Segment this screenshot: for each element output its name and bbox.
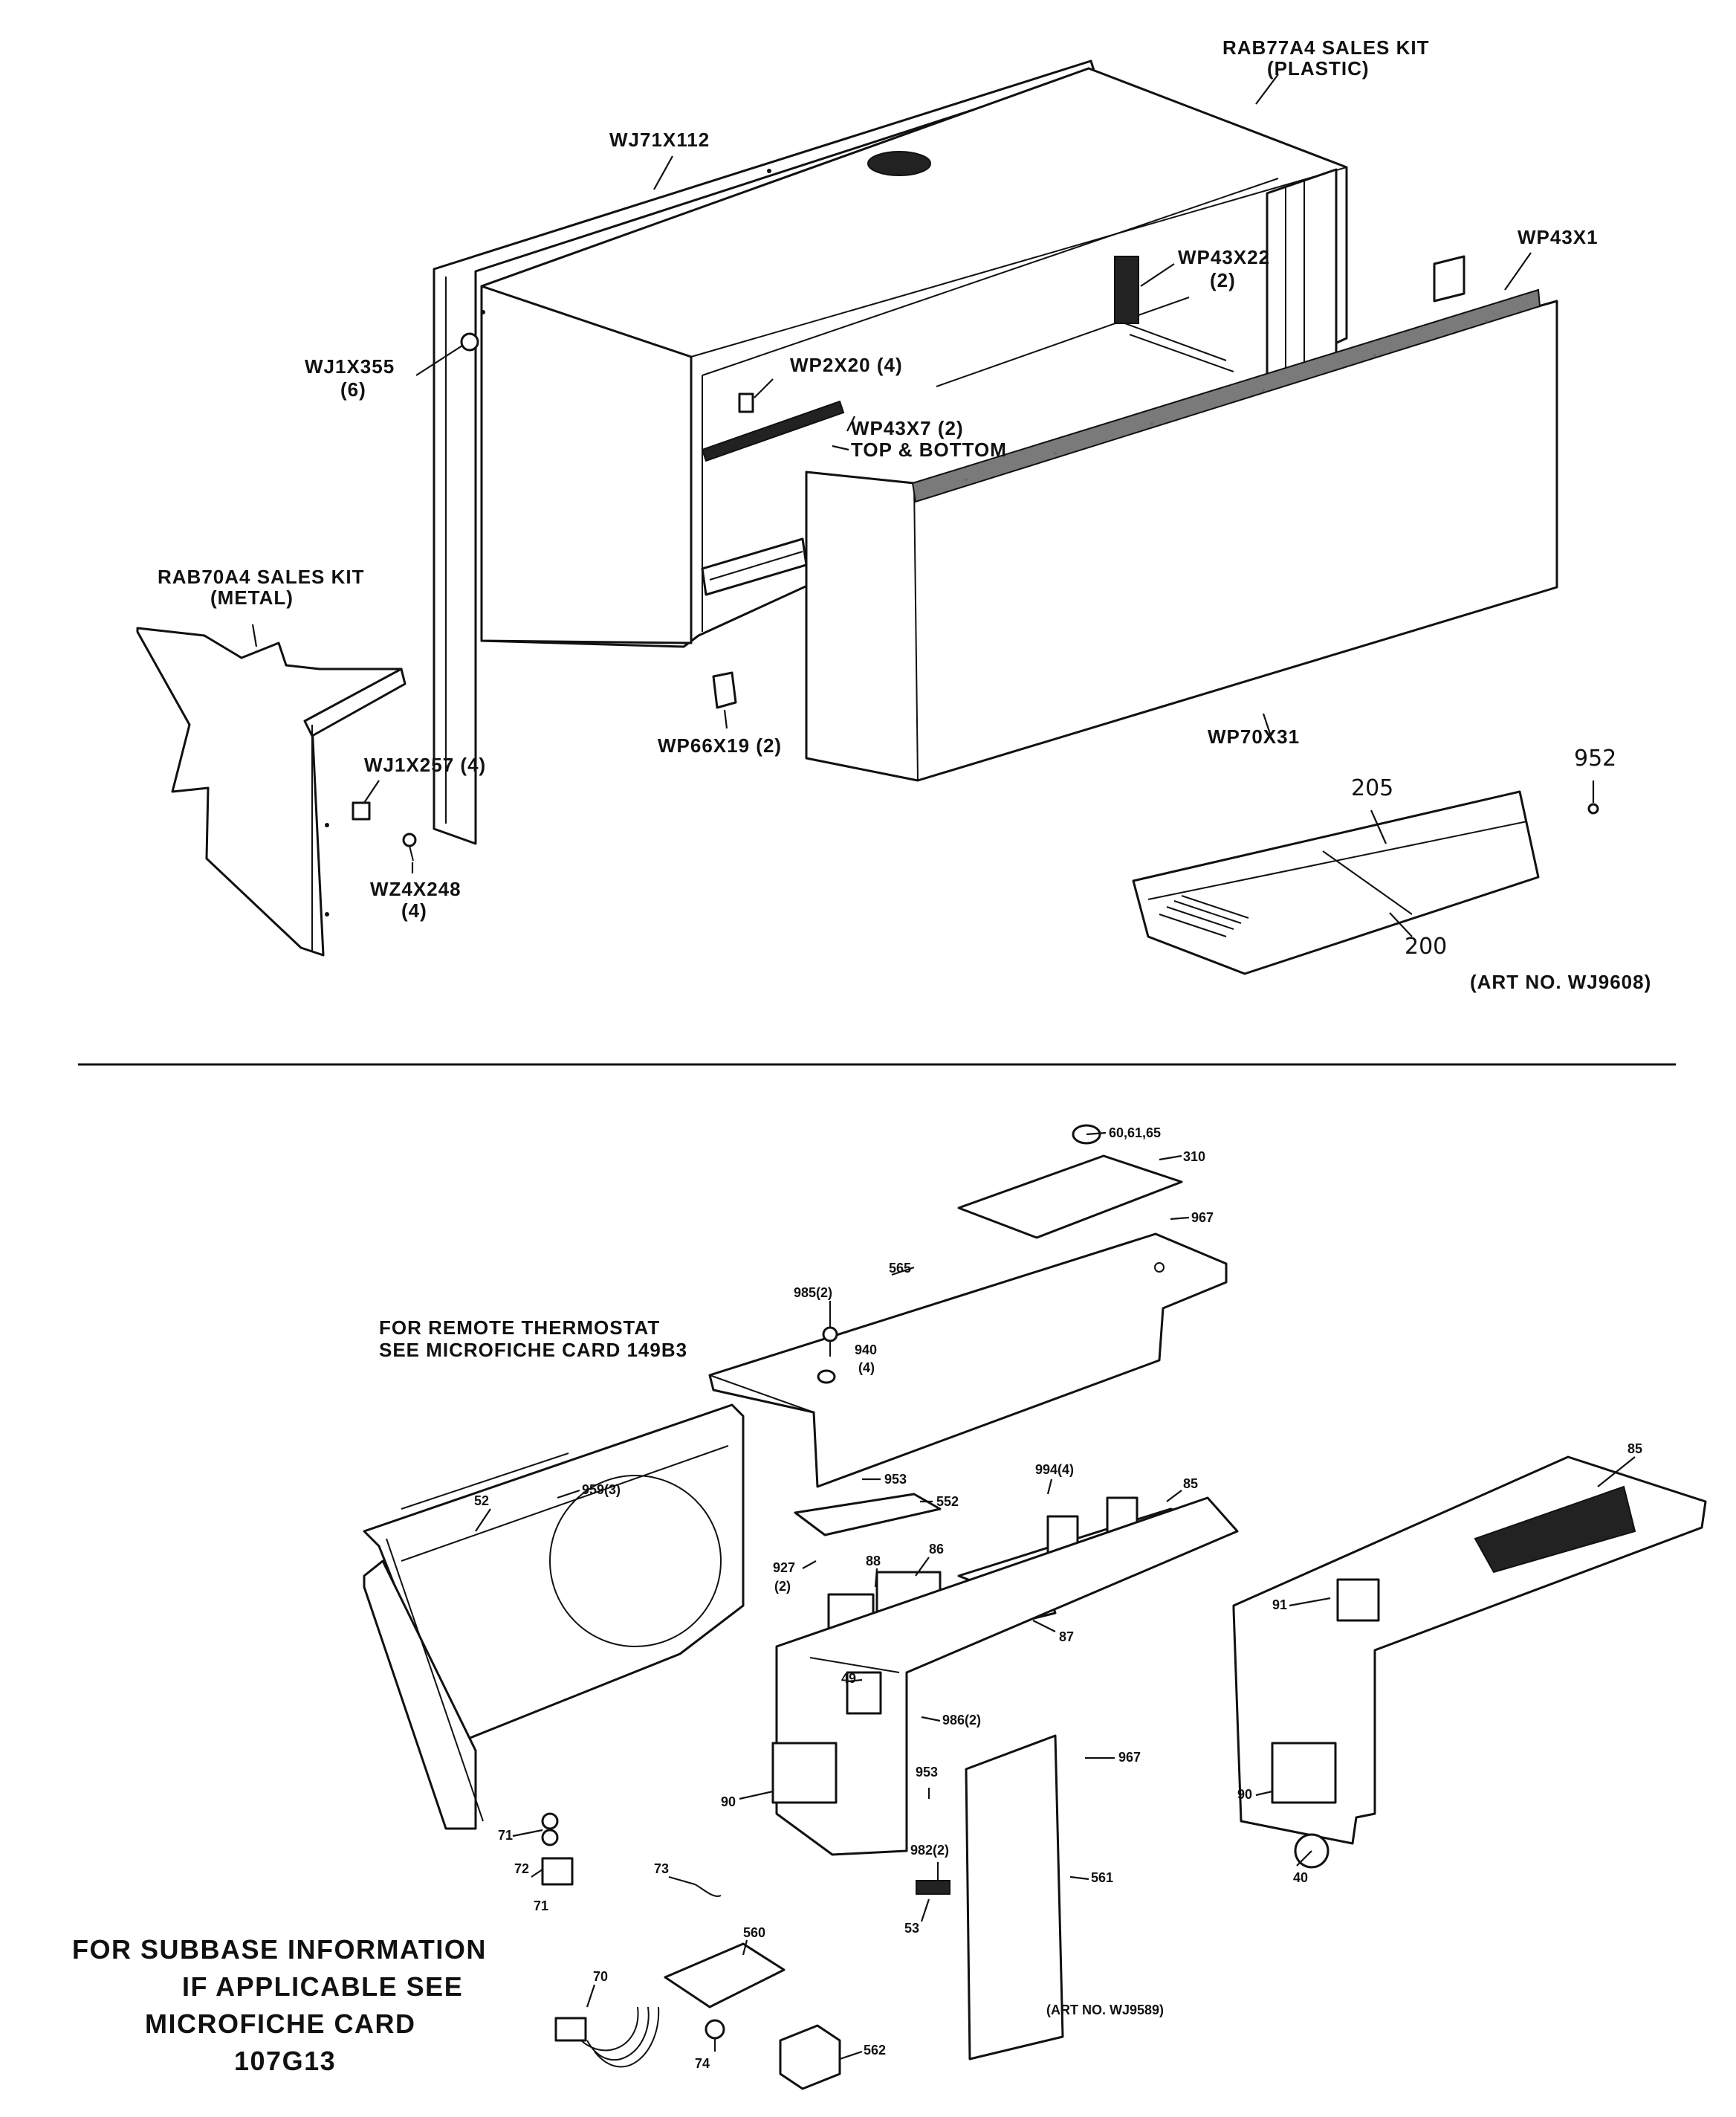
label-wj1x355-qty: (6) [340,378,366,401]
scroll-52 [363,1403,745,1830]
screw-wz4x248 [402,833,417,862]
plate-552 [794,1493,942,1536]
label-562: 562 [864,2043,886,2058]
bracket-wp66x19 [712,671,737,709]
label-565: 565 [889,1261,911,1276]
label-top-bottom: TOP & BOTTOM [851,439,1007,461]
label-986: 986(2) [942,1713,981,1727]
label-952: 952 [1574,746,1616,772]
label-959: 959(3) [582,1482,621,1497]
grille-200-205 [1132,790,1540,975]
wall-sleeve-flange [433,59,1095,845]
knob-74 [705,2019,725,2040]
label-85-right: 85 [1628,1441,1642,1456]
label-940: 940 [855,1342,877,1357]
remote-thermostat-note-2: SEE MICROFICHE CARD 149B3 [379,1339,687,1361]
label-967-top: 967 [1191,1210,1214,1225]
label-wp43x22-qty: (2) [1210,269,1236,291]
label-rab70a4: RAB70A4 SALES KIT [158,566,365,588]
box-562 [779,2024,841,2090]
label-927: 927 [773,1560,795,1575]
label-70: 70 [593,1969,608,1984]
lower-exploded-view: 60,61,65 310 967 565 985(2) 940 (4) FOR … [72,1124,1707,2090]
upper-exploded-view: RAB77A4 SALES KIT (PLASTIC) WJ71X112 WP4… [136,36,1651,993]
label-927-qty: (2) [774,1579,791,1594]
remote-thermostat-note-1: FOR REMOTE THERMOSTAT [379,1316,660,1339]
subbase-note-2: IF APPLICABLE SEE [182,1971,463,2002]
label-72: 72 [514,1861,529,1876]
label-rab77a4: RAB77A4 SALES KIT [1222,36,1430,59]
label-wz4x248: WZ4X248 [370,878,461,900]
label-560: 560 [743,1925,765,1940]
screw-952 [1587,803,1599,815]
label-art-no-bottom: (ART NO. WJ9589) [1046,2003,1164,2017]
nut-940 [817,1369,836,1384]
cover-561 [965,1734,1064,2061]
screw-wj1x355 [460,332,479,352]
label-wp2x20: WP2X20 (4) [790,354,903,376]
label-52: 52 [474,1493,489,1508]
label-985: 985(2) [794,1285,832,1300]
label-wj71x112: WJ71X112 [609,129,710,151]
label-wp70x31: WP70X31 [1208,725,1300,748]
label-205: 205 [1351,775,1393,801]
label-wj1x257: WJ1X257 (4) [364,754,486,776]
label-wp66x19: WP66X19 (2) [658,734,782,757]
label-967-bottom: 967 [1118,1750,1141,1765]
subbase-note-4: 107G13 [234,2046,336,2076]
label-rab77a4-sub: (PLASTIC) [1267,57,1370,80]
label-49: 49 [841,1671,856,1686]
label-wj1x355: WJ1X355 [305,355,395,378]
label-953-top: 953 [884,1472,907,1487]
clip-wj1x257 [352,801,371,821]
label-90-left: 90 [721,1794,736,1809]
label-wp43x1: WP43X1 [1518,226,1599,248]
label-wp43x7: WP43X7 (2) [851,417,964,439]
label-552: 552 [936,1494,959,1509]
clip-wp2x20 [738,392,754,413]
label-561: 561 [1091,1870,1113,1885]
control-box [775,1496,1239,1856]
label-71-top: 71 [498,1828,513,1843]
control-panel-565 [708,1232,1228,1488]
label-86: 86 [929,1542,944,1557]
front-panel-wp70x31 [805,255,1558,782]
right-assembly [1232,1455,1707,1869]
label-60-61-65: 60,61,65 [1109,1125,1161,1140]
label-rab70a4-sub: (METAL) [210,586,294,609]
label-73: 73 [654,1861,669,1876]
label-53: 53 [904,1921,919,1936]
label-940-qty: (4) [858,1360,875,1375]
terminal-53 [916,1880,950,1895]
seal-wp43x22 [1114,256,1139,324]
label-310: 310 [1183,1149,1205,1164]
subbase-note-1: FOR SUBBASE INFORMATION [72,1934,487,1965]
wiring-harness [541,1812,722,2068]
nameplate-310 [957,1154,1183,1239]
label-art-no-top: (ART NO. WJ9608) [1470,971,1651,993]
label-85-left: 85 [1183,1476,1198,1491]
label-982: 982(2) [910,1843,949,1858]
transformer-90-left [771,1742,838,1804]
label-953-bottom: 953 [916,1765,938,1780]
label-88: 88 [866,1554,881,1568]
label-71-bottom: 71 [534,1898,548,1913]
label-90-right: 90 [1237,1787,1252,1802]
label-wz4x248-qty: (4) [401,899,427,922]
subbase-note-3: MICROFICHE CARD [145,2008,415,2039]
label-994: 994(4) [1035,1462,1074,1477]
metal-sales-kit [136,627,407,957]
capacitor-49 [846,1671,882,1715]
plate-560 [664,1942,786,2008]
label-91: 91 [1272,1597,1287,1612]
label-87: 87 [1059,1629,1074,1644]
label-wp43x22: WP43X22 [1178,246,1270,268]
label-200: 200 [1405,934,1447,960]
label-74: 74 [695,2056,710,2071]
label-40: 40 [1293,1870,1308,1885]
